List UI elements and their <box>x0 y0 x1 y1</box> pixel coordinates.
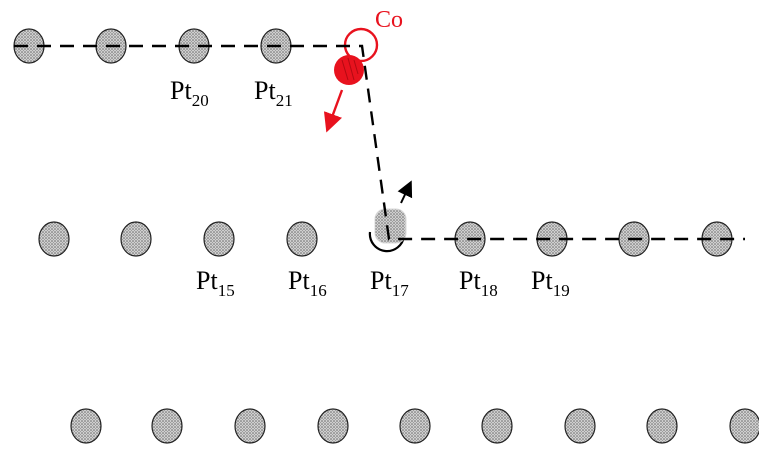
co-atom <box>334 55 364 85</box>
pt-atom <box>318 409 348 443</box>
bottom-row <box>71 409 759 443</box>
pt15-atom <box>204 222 234 256</box>
pt-atom-partial <box>730 409 759 443</box>
pt-atom <box>39 222 69 256</box>
co-motion-arrow <box>328 90 342 128</box>
pt16-label: Pt16 <box>288 266 327 300</box>
pt16-atom <box>287 222 317 256</box>
pt-atom <box>647 409 677 443</box>
pt-atom <box>71 409 101 443</box>
pt21-label: Pt21 <box>254 76 293 110</box>
pt17-motion-arrow <box>401 184 410 203</box>
pt20-label: Pt20 <box>170 76 209 110</box>
pt-atom <box>565 409 595 443</box>
pt-atom <box>482 409 512 443</box>
pt18-label: Pt18 <box>459 266 498 300</box>
pt-atom <box>152 409 182 443</box>
pt-atom <box>121 222 151 256</box>
pt19-label: Pt19 <box>531 266 570 300</box>
pt-atom <box>400 409 430 443</box>
pt17-label: Pt17 <box>370 266 409 300</box>
co-label: Co <box>375 7 403 33</box>
pt15-label: Pt15 <box>196 266 235 300</box>
pt-atom <box>235 409 265 443</box>
